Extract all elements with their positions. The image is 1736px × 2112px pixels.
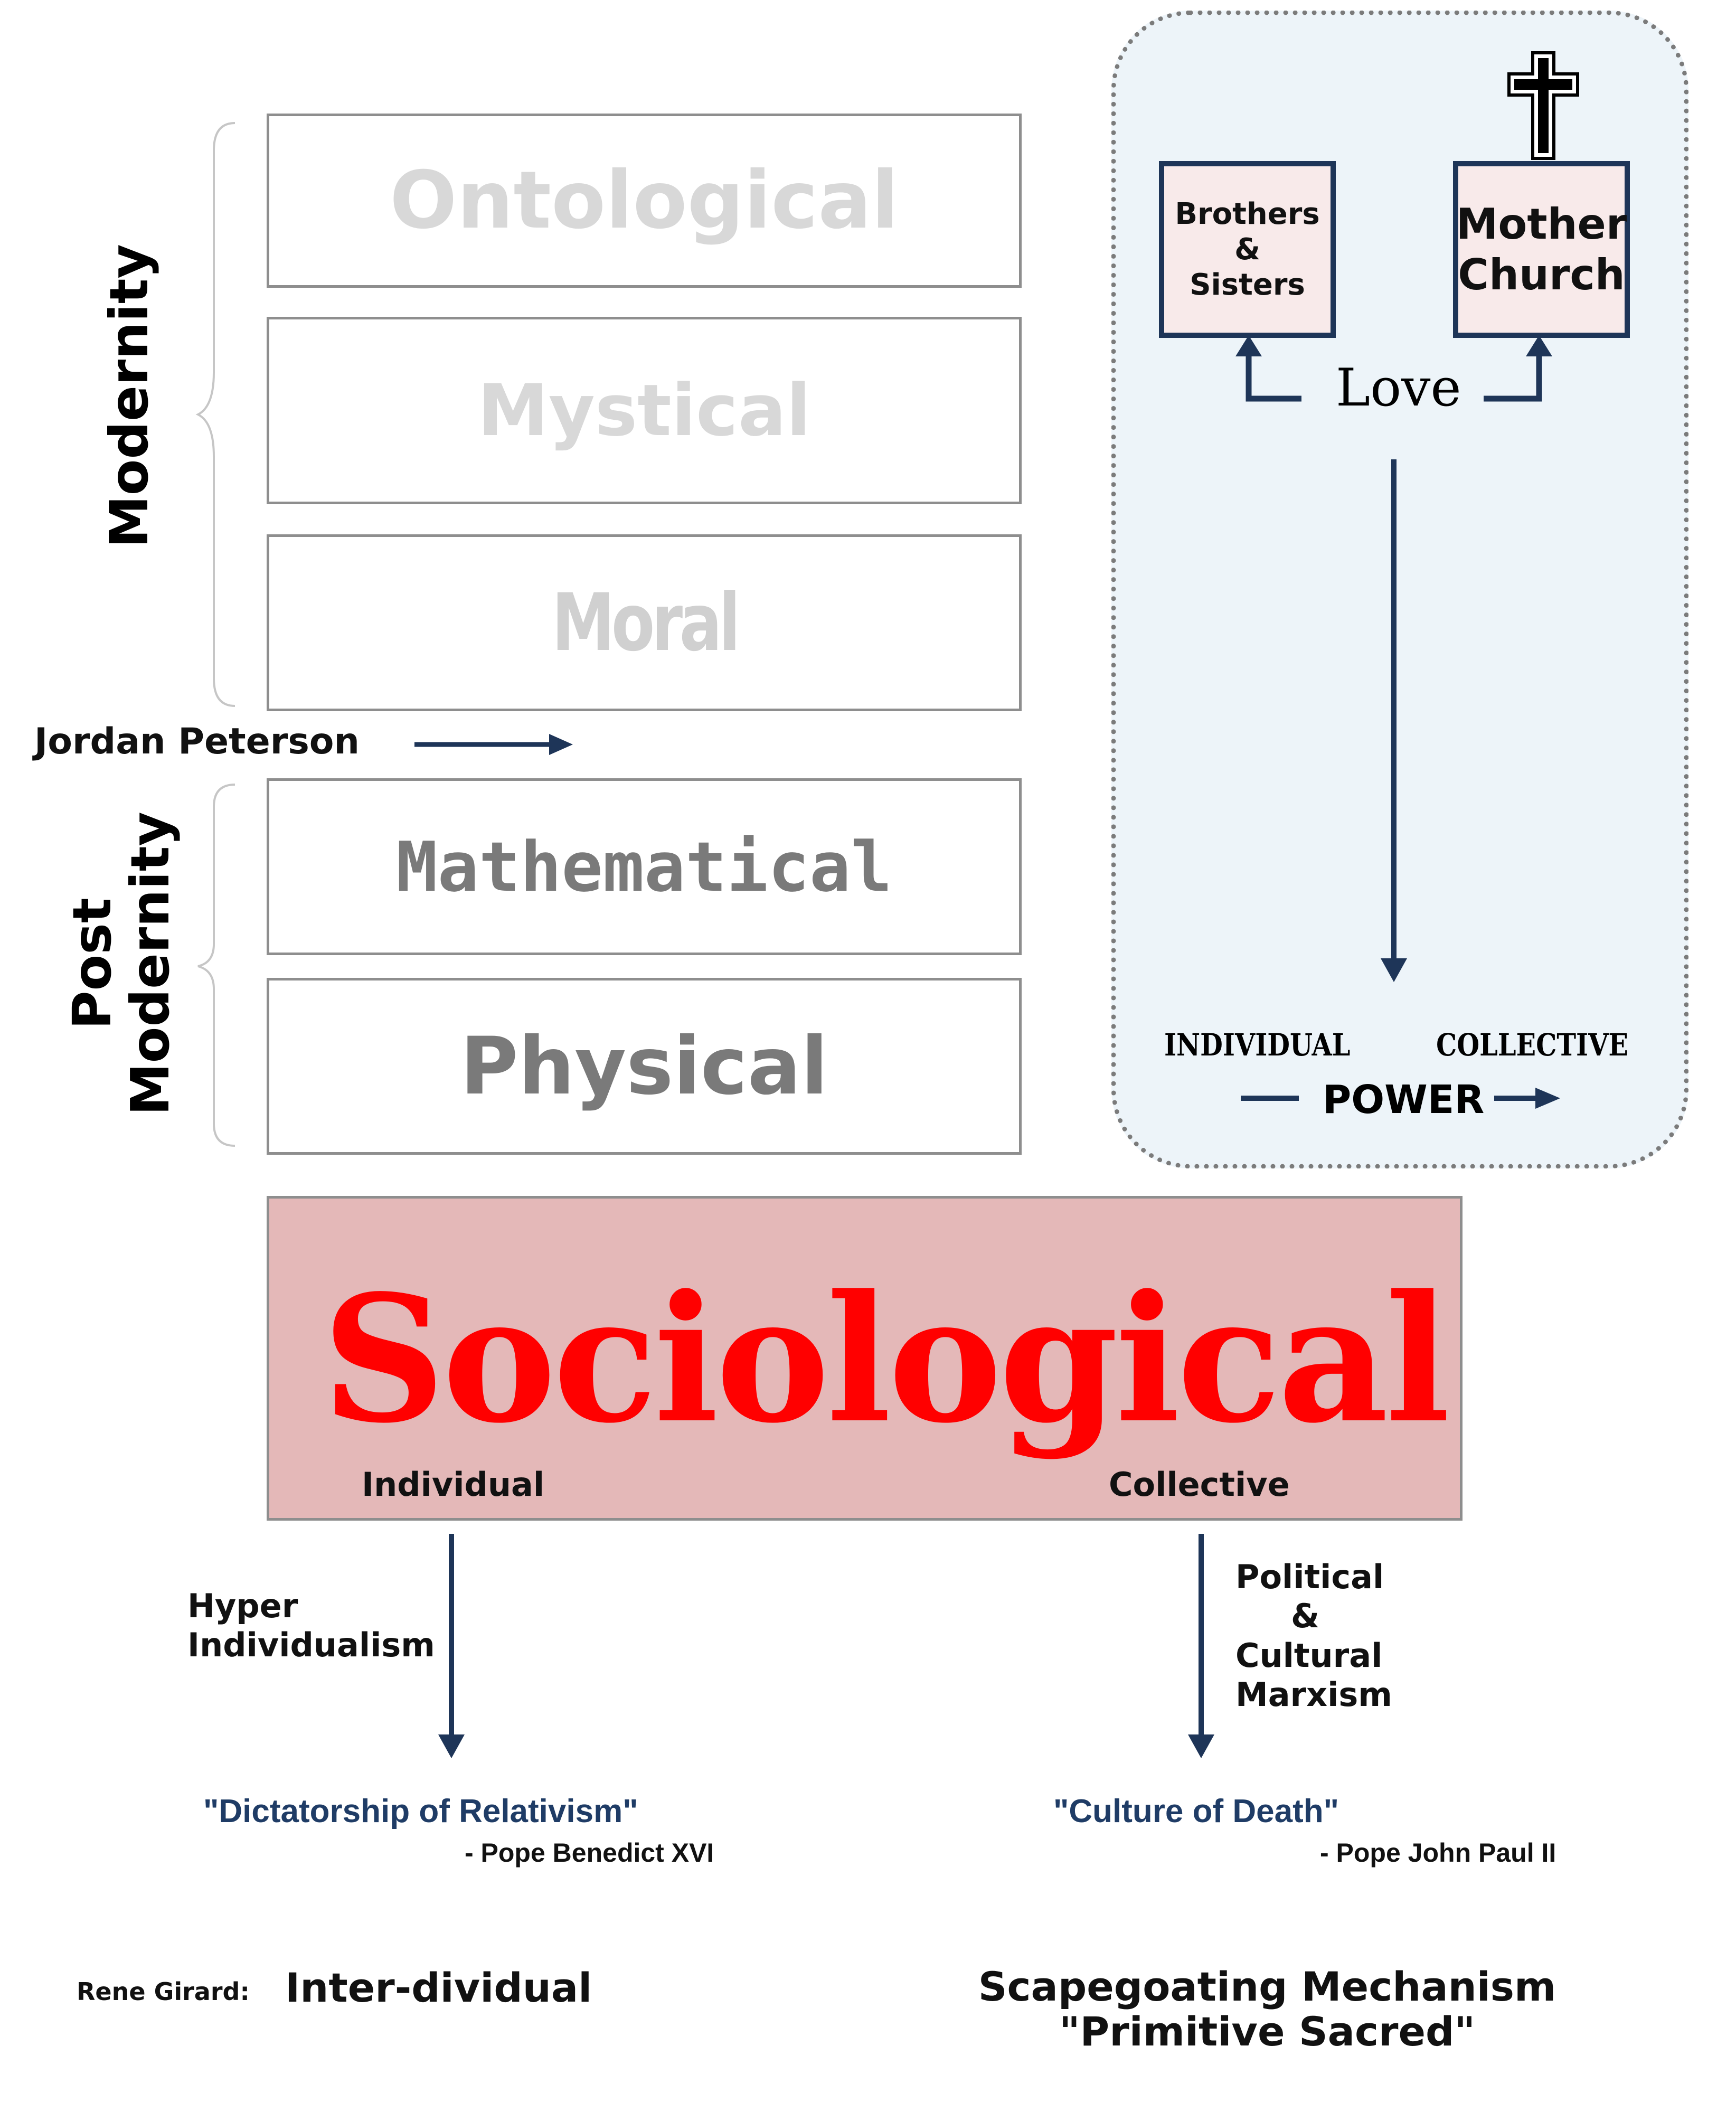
physical-label: Physical — [460, 1020, 828, 1112]
brothers-word: Brothers — [1175, 196, 1320, 231]
post-modernity-word: Modernity — [119, 812, 181, 1116]
modernity-label: Modernity — [98, 244, 160, 548]
power-arrow-right — [1494, 1088, 1560, 1109]
girard-label: Rene Girard: — [77, 1977, 250, 2006]
mathematical-label: Mathematical — [396, 826, 892, 907]
sociological-title: Sociological — [322, 1257, 1450, 1462]
power-individual-label: INDIVIDUAL — [1164, 1027, 1351, 1063]
cultural-word: Cultural — [1235, 1636, 1383, 1675]
dictatorship-quote: "Dictatorship of Relativism" — [203, 1793, 638, 1830]
scapegoating-label: Scapegoating Mechanism "Primitive Sacred… — [898, 1964, 1637, 2054]
john-paul-attribution: - Pope John Paul II — [1320, 1838, 1556, 1868]
love-to-power-arrow — [1381, 459, 1407, 982]
hyper-individualism-label: Hyper Individualism — [187, 1587, 435, 1665]
hyper-individualism-arrow — [438, 1534, 465, 1758]
marxism-ampersand: & — [1291, 1597, 1320, 1636]
brothers-sisters-box: Brothers & Sisters — [1159, 161, 1336, 338]
jordan-arrow — [414, 734, 573, 755]
political-word: Political — [1235, 1558, 1384, 1596]
jordan-peterson-label: Jordan Peterson — [34, 721, 360, 762]
primitive-sacred-line: "Primitive Sacred" — [1059, 2008, 1476, 2056]
individualism-word: Individualism — [187, 1626, 435, 1665]
hyper-word: Hyper — [187, 1587, 298, 1625]
love-label: Love — [1336, 358, 1461, 418]
mother-word: Mother — [1456, 199, 1627, 249]
mystical-label: Mystical — [477, 369, 811, 452]
sisters-word: Sisters — [1190, 268, 1305, 303]
marxism-label: Political & Cultural Marxism — [1235, 1558, 1392, 1715]
power-arrow-left-segment — [1241, 1096, 1299, 1101]
church-word: Church — [1458, 250, 1625, 299]
power-label: POWER — [1323, 1077, 1485, 1123]
ontological-box: Ontological — [267, 114, 1022, 288]
moral-box: Moral — [267, 534, 1022, 711]
love-arrows — [1235, 335, 1552, 402]
mother-church-box: Mother Church — [1453, 161, 1630, 338]
modernity-brace — [195, 122, 235, 707]
power-collective-label: COLLECTIVE — [1436, 1027, 1628, 1063]
sociological-collective-label: Collective — [1109, 1465, 1290, 1504]
mystical-box: Mystical — [267, 317, 1022, 504]
scapegoating-line: Scapegoating Mechanism — [978, 1963, 1556, 2010]
physical-box: Physical — [267, 978, 1022, 1155]
post-modernity-label: Post Modernity — [61, 795, 195, 1133]
sociological-box — [267, 1196, 1463, 1521]
post-modernity-brace — [197, 784, 235, 1147]
ontological-label: Ontological — [390, 155, 899, 247]
moral-label: Moral — [551, 577, 740, 669]
ampersand: & — [1234, 232, 1260, 267]
latin-cross-icon — [1507, 51, 1579, 160]
sociological-individual-label: Individual — [362, 1465, 545, 1504]
benedict-attribution: - Pope Benedict XVI — [465, 1838, 714, 1868]
marxism-arrow — [1188, 1534, 1214, 1758]
culture-of-death-quote: "Culture of Death" — [1053, 1793, 1339, 1830]
marxism-word: Marxism — [1235, 1675, 1392, 1714]
mathematical-box: Mathematical — [267, 778, 1022, 955]
post-word: Post — [61, 898, 123, 1030]
interdividual-label: Inter-dividual — [285, 1964, 592, 2011]
